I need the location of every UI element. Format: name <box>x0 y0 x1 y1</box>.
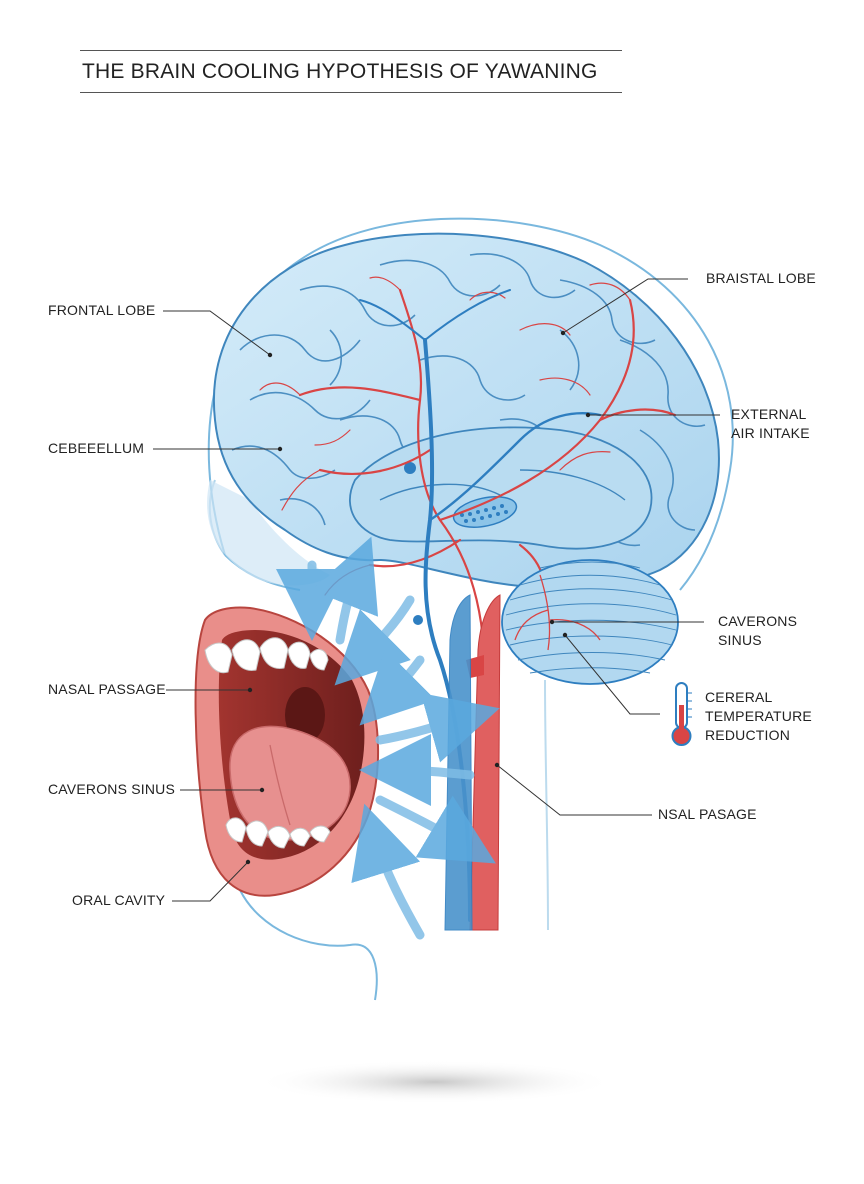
airflow-arrows <box>276 536 500 940</box>
label-cavernous-sinus-right: CAVERONS SINUS <box>718 612 797 650</box>
leader-dots <box>245 330 591 865</box>
open-mouth <box>194 606 379 897</box>
label-temperature-reduction-line1: CERERAL <box>705 689 773 705</box>
label-temperature-reduction: CERERAL TEMPERATURE REDUCTION <box>705 688 812 745</box>
carotid-artery <box>413 594 501 931</box>
leader-lines <box>153 278 720 902</box>
title-rule-top <box>80 50 622 51</box>
thermometer-icon <box>671 682 692 746</box>
label-external-air-intake: EXTERNAL AIR INTAKE <box>731 405 810 443</box>
label-parietal-lobe: BRAISTAL LOBE <box>706 270 816 286</box>
label-nasal-passage-left: NASAL PASSAGE <box>48 681 166 697</box>
label-cerebellum-left: CEBEEELLUM <box>48 440 145 456</box>
label-cavernous-sinus-right-line2: SINUS <box>718 632 762 648</box>
label-oral-cavity: ORAL CAVITY <box>72 892 166 908</box>
title-block: THE BRAIN COOLING HYPOTHESIS OF YAWANING <box>80 50 622 94</box>
label-external-air-intake-line1: EXTERNAL <box>731 406 807 422</box>
label-external-air-intake-line2: AIR INTAKE <box>731 425 810 441</box>
face-shading <box>207 480 330 586</box>
label-cavernous-sinus-right-line1: CAVERONS <box>718 613 798 629</box>
label-temperature-reduction-line3: REDUCTION <box>705 727 791 743</box>
label-frontal-lobe: FRONTAL LOBE <box>48 302 156 318</box>
cerebrum <box>212 232 720 590</box>
label-nasal-passage-right: NSAL PASAGE <box>658 806 757 822</box>
label-cavernous-sinus-left: CAVERONS SINUS <box>48 781 176 797</box>
label-temperature-reduction-line2: TEMPERATURE <box>705 708 812 724</box>
ground-shadow <box>255 1060 615 1104</box>
diagram-title: THE BRAIN COOLING HYPOTHESIS OF YAWANING <box>82 60 598 83</box>
title-rule-bottom <box>80 92 622 93</box>
